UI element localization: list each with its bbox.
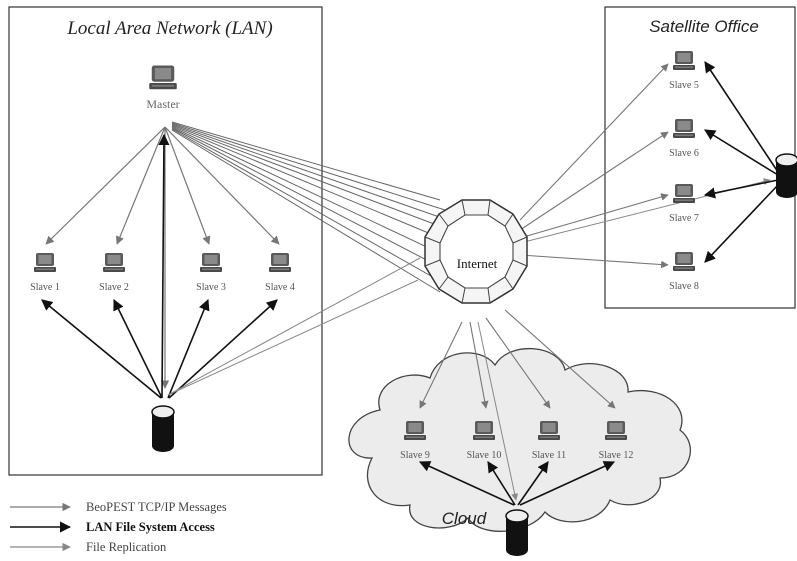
lan-file-access xyxy=(41,133,278,399)
cloud-file-access xyxy=(418,461,616,506)
satellite-title: Satellite Office xyxy=(649,17,759,36)
computer-icon xyxy=(538,421,560,440)
slave-label: Slave 3 xyxy=(196,282,226,293)
cloud-slave-10: Slave 10 xyxy=(467,421,502,461)
slave-label: Slave 7 xyxy=(669,213,699,224)
slave-label: Slave 10 xyxy=(467,450,502,461)
computer-icon xyxy=(473,421,495,440)
satellite-file-access xyxy=(703,61,779,263)
lan-slave-1: Slave 1 xyxy=(30,253,60,293)
cloud-slave-12: Slave 12 xyxy=(599,421,634,461)
computer-icon xyxy=(269,253,291,272)
legend-label-messages: BeoPEST TCP/IP Messages xyxy=(86,500,227,514)
lan-slave-4: Slave 4 xyxy=(265,253,295,293)
lan-title: Local Area Network (LAN) xyxy=(66,18,272,39)
lan-slave-2: Slave 2 xyxy=(99,253,129,293)
internet-to-satellite xyxy=(519,63,669,269)
slave-label: Slave 11 xyxy=(532,450,566,461)
satellite-slave-7: Slave 7 xyxy=(669,184,699,224)
computer-icon xyxy=(673,119,695,138)
slave-label: Slave 12 xyxy=(599,450,634,461)
master-node: Master xyxy=(146,65,180,111)
cloud-slave-11: Slave 11 xyxy=(532,421,566,461)
slave-label: Slave 2 xyxy=(99,282,129,293)
computer-icon xyxy=(605,421,627,440)
satellite-storage-cylinder-icon xyxy=(775,153,797,198)
slave-label: Slave 4 xyxy=(265,282,295,293)
slave-label: Slave 6 xyxy=(669,148,699,159)
satellite-slave-8: Slave 8 xyxy=(669,252,699,292)
computer-icon xyxy=(673,51,695,70)
slave-label: Slave 1 xyxy=(30,282,60,293)
internet-label: Internet xyxy=(457,256,498,271)
slave-label: Slave 5 xyxy=(669,80,699,91)
master-computer-icon xyxy=(149,65,177,90)
legend-label-file-access: LAN File System Access xyxy=(86,520,215,534)
computer-icon xyxy=(673,252,695,271)
satellite-slave-5: Slave 5 xyxy=(669,51,699,91)
cloud-storage-cylinder-icon xyxy=(505,509,529,556)
computer-icon xyxy=(200,253,222,272)
cloud-slave-9: Slave 9 xyxy=(400,421,430,461)
lan-storage-cylinder-icon xyxy=(151,405,175,452)
internet-to-cloud xyxy=(419,309,616,409)
legend-label-replication: File Replication xyxy=(86,540,167,554)
slave-label: Slave 9 xyxy=(400,450,430,461)
legend: BeoPEST TCP/IP Messages LAN File System … xyxy=(10,500,227,554)
satellite-slave-6: Slave 6 xyxy=(669,119,699,159)
lan-box xyxy=(8,6,323,476)
master-label: Master xyxy=(146,97,179,111)
computer-icon xyxy=(673,184,695,203)
cloud-region xyxy=(348,347,691,532)
computer-icon xyxy=(404,421,426,440)
computer-icon xyxy=(103,253,125,272)
master-internet-bundle xyxy=(171,121,451,293)
computer-icon xyxy=(34,253,56,272)
master-to-lan-messages xyxy=(45,126,280,389)
slave-label: Slave 8 xyxy=(669,281,699,292)
replication-to-cloud-storage xyxy=(477,321,519,501)
lan-slave-3: Slave 3 xyxy=(196,253,226,293)
internet-node: Internet xyxy=(424,199,528,304)
cloud-title: Cloud xyxy=(442,509,487,528)
lan-replication-lines xyxy=(167,257,421,396)
